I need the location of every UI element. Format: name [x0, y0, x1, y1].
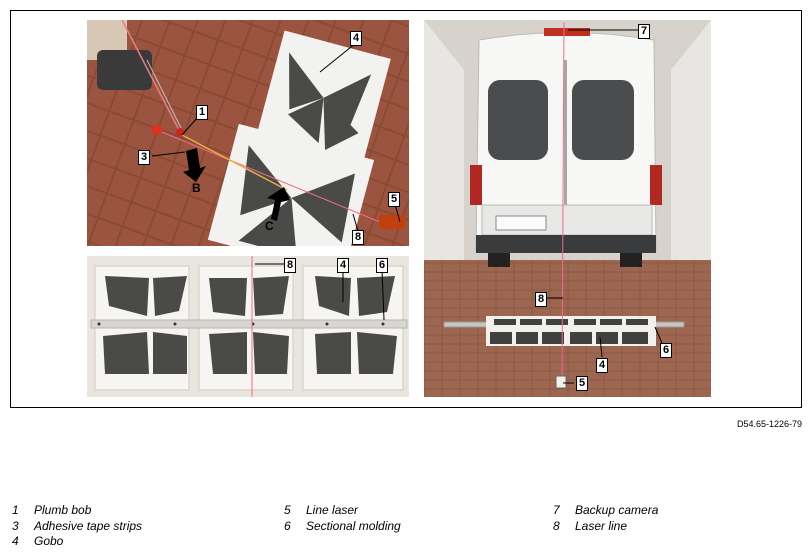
photo-sectional-molding-drawing — [87, 256, 409, 397]
callout-1: 1 — [196, 105, 208, 120]
photo-van-rear — [424, 20, 711, 397]
callout-5-photo3: 5 — [576, 376, 588, 391]
legend-number: 4 — [12, 534, 19, 548]
legend-text: Backup camera — [575, 503, 659, 517]
legend-number: 8 — [553, 518, 560, 533]
legend-item: 1 Plumb bob — [12, 503, 252, 519]
legend-number: 6 — [284, 518, 291, 533]
photo-plumb-bob-drawing — [87, 20, 409, 246]
callout-6-photo2: 6 — [376, 258, 388, 273]
callout-8-photo2: 8 — [284, 258, 296, 273]
legend-number: 7 — [553, 503, 560, 517]
photo-plumb-bob — [87, 20, 409, 246]
legend-item: 3 Adhesive tape strips — [12, 519, 252, 535]
legend-item: 5 Line laser — [284, 503, 524, 519]
callout-3: 3 — [138, 150, 150, 165]
legend-column-2: 5 Line laser 6 Sectional molding — [284, 503, 524, 534]
callout-8-photo3: 8 — [535, 292, 547, 307]
legend-column-1: 1 Plumb bob 3 Adhesive tape strips 4 Gobo — [12, 503, 252, 550]
legend-number: 1 — [12, 503, 19, 517]
callout-4-photo1: 4 — [350, 31, 362, 46]
legend-item: 4 Gobo — [12, 534, 252, 550]
legend-item: 6 Sectional molding — [284, 519, 524, 535]
callout-7: 7 — [638, 24, 650, 39]
callout-6-photo3: 6 — [660, 343, 672, 358]
legend-column-3: 7 Backup camera 8 Laser line — [553, 503, 793, 534]
legend-text: Adhesive tape strips — [34, 518, 143, 533]
callout-5-photo1: 5 — [388, 192, 400, 207]
figure-reference: D54.65-1226-79 — [736, 419, 802, 429]
legend-number: 5 — [284, 503, 291, 517]
callout-8-photo1: 8 — [352, 230, 364, 245]
arrow-label-b: B — [192, 181, 201, 195]
legend-text: Laser line — [575, 518, 628, 533]
legend-text: Plumb bob — [34, 503, 92, 517]
legend-item: 8 Laser line — [553, 519, 793, 535]
legend-text: Line laser — [306, 503, 359, 517]
callout-4-photo2: 4 — [337, 258, 349, 273]
legend-number: 3 — [12, 518, 19, 533]
legend-text: Gobo — [34, 534, 64, 548]
legend-item: 7 Backup camera — [553, 503, 793, 519]
arrow-label-c: C — [265, 219, 274, 233]
callout-4-photo3: 4 — [596, 358, 608, 373]
photo-sectional-molding — [87, 256, 409, 397]
photo-van-rear-drawing — [424, 20, 711, 397]
legend-text: Sectional molding — [306, 518, 401, 533]
